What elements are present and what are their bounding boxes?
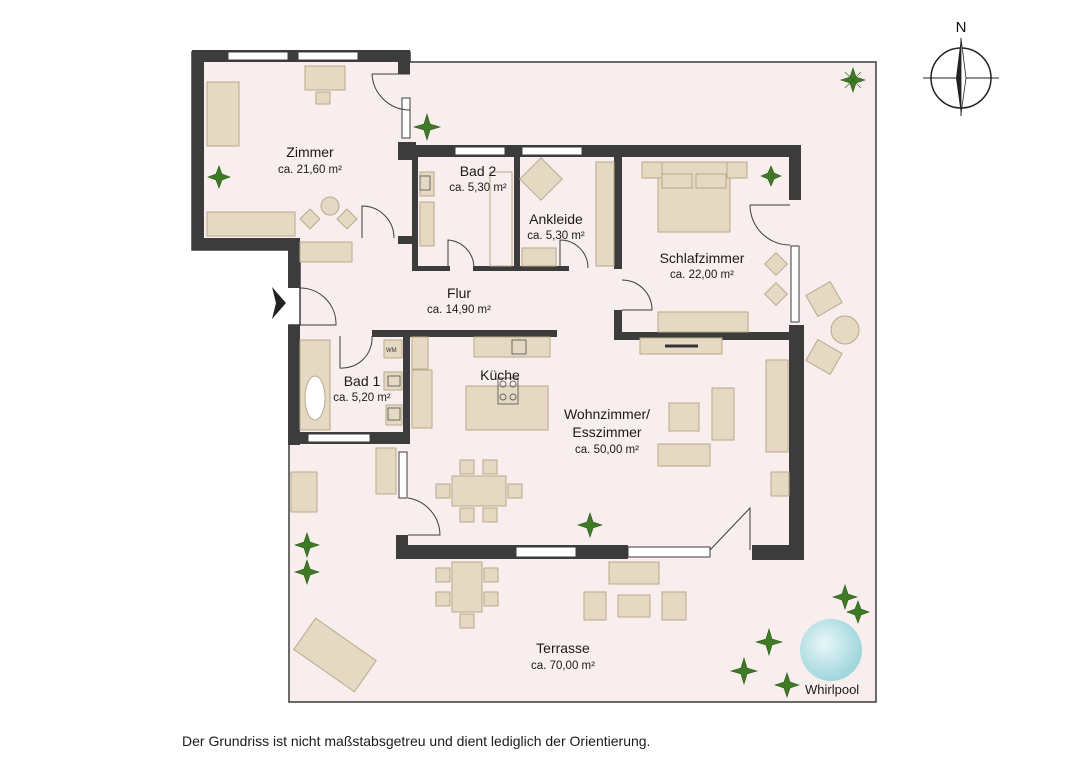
- plant-icon: [774, 672, 800, 698]
- furniture: [206, 65, 860, 693]
- compass-north-label: N: [956, 19, 967, 36]
- room-area-ankleide: ca. 5,30 m²: [527, 230, 585, 242]
- plant-icon: [754, 627, 784, 657]
- plants: [207, 67, 870, 698]
- room-name-bad2: Bad 2: [460, 163, 497, 179]
- washing-machine-label: WM: [386, 348, 397, 354]
- room-name-zimmer: Zimmer: [286, 144, 334, 160]
- room-area-flur: ca. 14,90 m²: [427, 304, 491, 316]
- plant-icon: [760, 165, 782, 187]
- room-name-ankleide: Ankleide: [529, 211, 583, 227]
- whirlpool: [800, 619, 862, 681]
- room-area-schlafzimmer: ca. 22,00 m²: [670, 269, 734, 281]
- door-swings: [299, 73, 791, 551]
- room-name-schlafzimmer: Schlafzimmer: [660, 250, 745, 266]
- plant-icon: [207, 165, 231, 189]
- room-labels: Zimmer ca. 21,60 m² Bad 2 ca. 5,30 m² An…: [278, 144, 745, 672]
- room-name-flur: Flur: [447, 285, 471, 301]
- room-area-terrasse: ca. 70,00 m²: [531, 660, 595, 672]
- room-area-zimmer: ca. 21,60 m²: [278, 164, 342, 176]
- plant-icon: [412, 112, 442, 142]
- plant-icon: [840, 67, 866, 93]
- room-name-wohnzimmer-line1: Wohnzimmer/: [564, 406, 650, 422]
- entrance-arrow-icon: [272, 287, 286, 319]
- plant-icon: [729, 656, 759, 686]
- plant-icon: [294, 532, 320, 558]
- windows: [227, 51, 800, 558]
- plant-icon: [846, 600, 870, 624]
- plant-icon: [294, 559, 320, 585]
- fixture-details: [387, 175, 698, 421]
- room-name-bad1: Bad 1: [344, 373, 381, 389]
- plant-icon: [832, 584, 858, 610]
- compass: N: [923, 19, 999, 116]
- room-name-wohnzimmer-line2: Esszimmer: [572, 424, 642, 440]
- plant-icon: [577, 512, 603, 538]
- room-name-kueche: Küche: [480, 367, 520, 383]
- disclaimer-text: Der Grundriss ist nicht maßstabsgetreu u…: [182, 733, 651, 749]
- room-area-bad1: ca. 5,20 m²: [333, 392, 391, 404]
- room-name-terrasse: Terrasse: [536, 640, 590, 656]
- room-area-bad2: ca. 5,30 m²: [449, 182, 507, 194]
- whirlpool-label: Whirlpool: [805, 682, 859, 697]
- room-area-wohnzimmer: ca. 50,00 m²: [575, 444, 639, 456]
